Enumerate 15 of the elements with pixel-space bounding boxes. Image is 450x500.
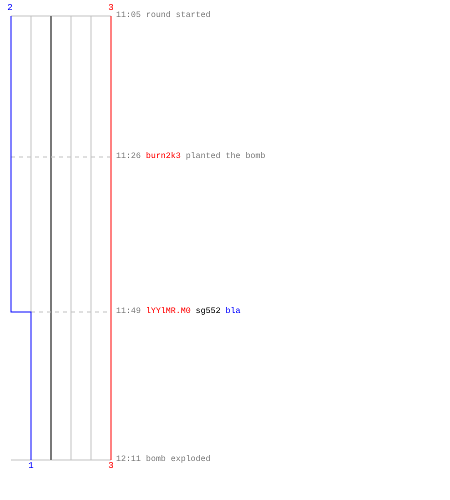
timestamp: 12:11: [116, 455, 141, 464]
count-label: 3: [107, 461, 115, 471]
timestamp: 11:05: [116, 11, 141, 20]
player-name: lYYlMR.M0: [146, 307, 191, 316]
event-text: round started: [146, 11, 211, 20]
timestamp: 11:26: [116, 152, 141, 161]
player-name: bla: [226, 307, 240, 316]
player-name: burn2k3: [146, 152, 181, 161]
count-label: 3: [107, 3, 115, 13]
timestamp: 11:49: [116, 307, 141, 316]
weapon-name: sg552: [196, 307, 221, 316]
event-text: planted the bomb: [186, 152, 266, 161]
event-text: bomb exploded: [146, 455, 211, 464]
count-label: 2: [6, 3, 14, 13]
count-label: 1: [27, 461, 35, 471]
